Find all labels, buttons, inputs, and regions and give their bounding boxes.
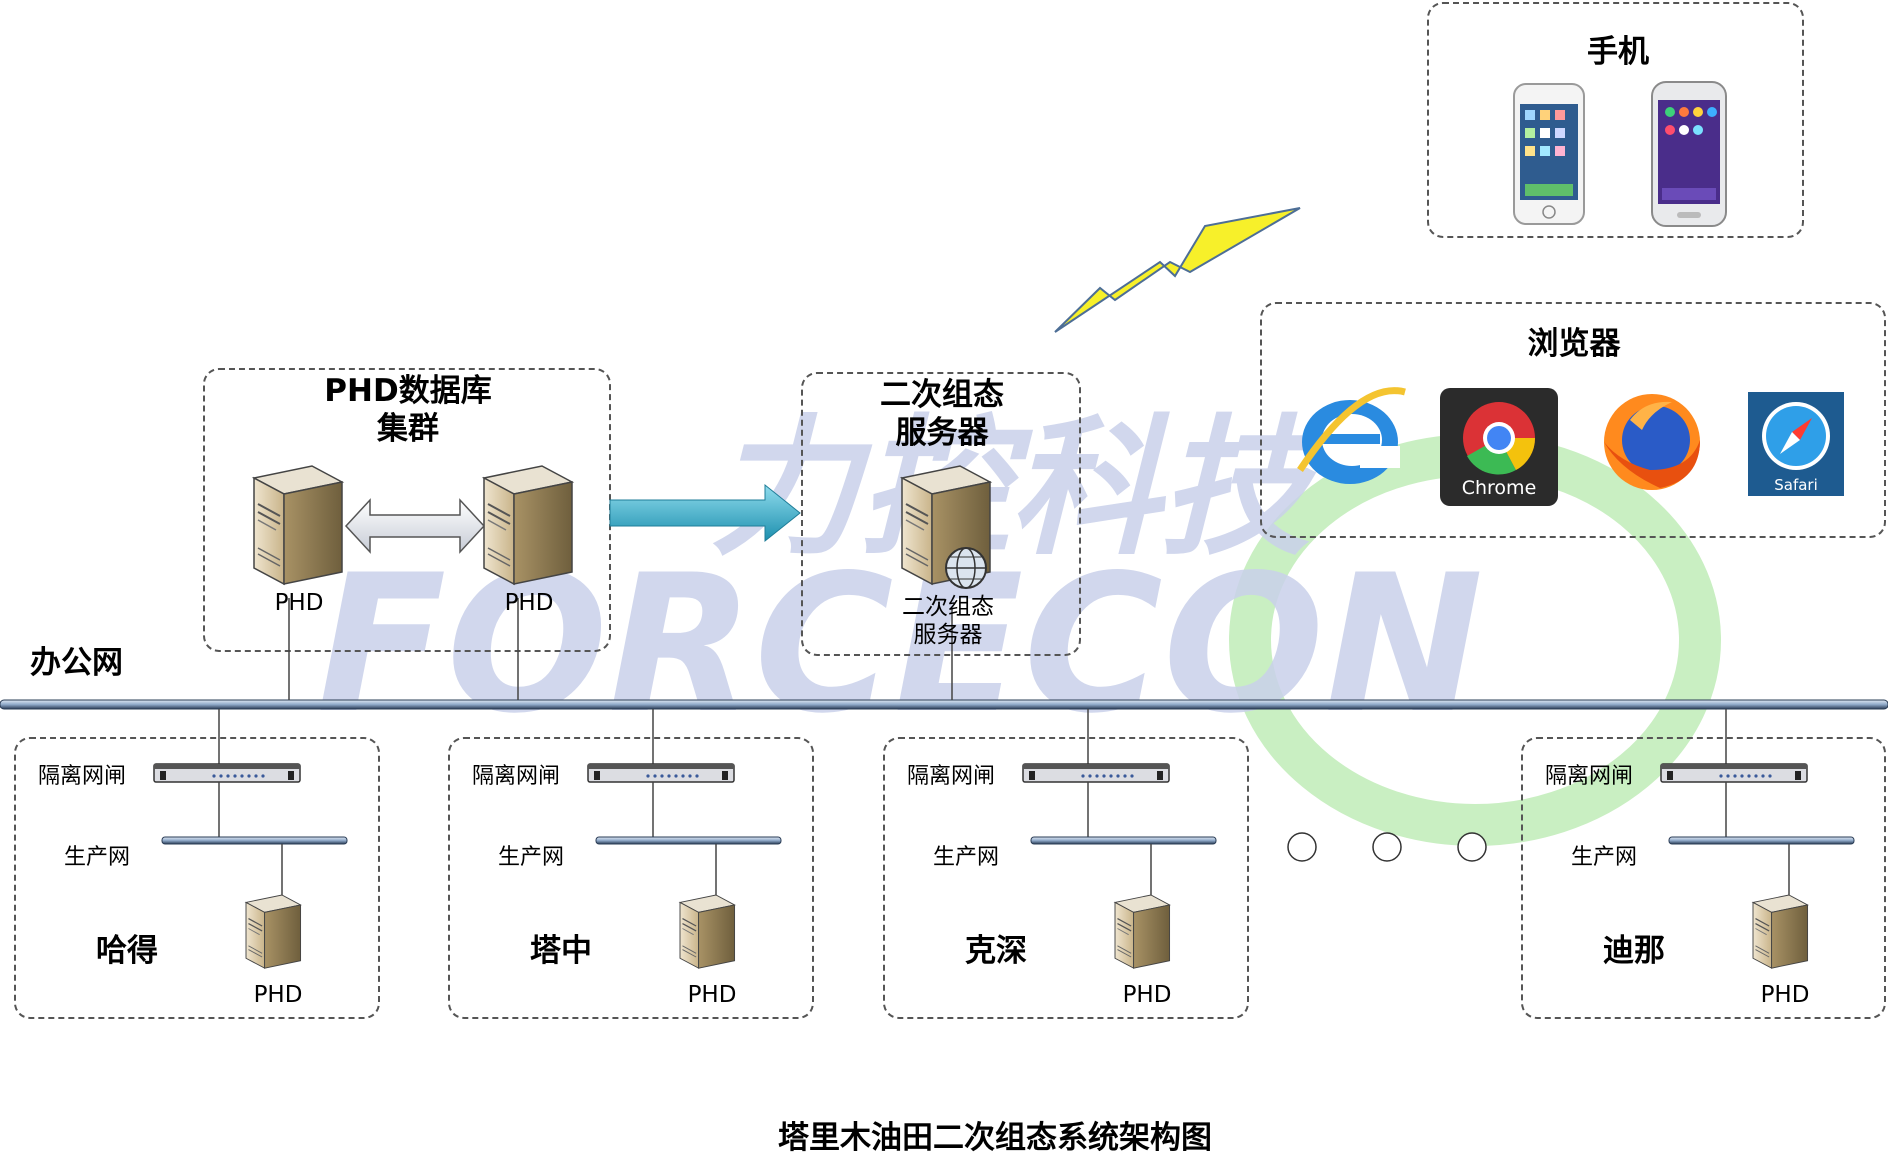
production-network-label-dina: 生产网 (1571, 845, 1638, 870)
phd-server-b-label: PHD (504, 590, 554, 616)
phd-cluster-title: PHD数据库 集群 (324, 372, 491, 448)
site-phd-server-icon (1752, 894, 1809, 969)
site-name-hade: 哈得 (96, 933, 158, 969)
chrome-icon: Chrome (1440, 388, 1558, 506)
ie-icon (1297, 387, 1406, 484)
site-phd-label-hade: PHD (253, 982, 303, 1008)
site-name-tazhong: 塔中 (530, 933, 592, 969)
config-server-label-line1: 二次组态 (902, 594, 994, 620)
more-sites-dot (1287, 832, 1317, 862)
iphone-icon (1513, 83, 1585, 225)
production-network-label-keshen: 生产网 (933, 845, 1000, 870)
more-sites-dot (1372, 832, 1402, 862)
site-box-dina (1521, 737, 1886, 1019)
wireless-lightning-icon (1054, 207, 1301, 333)
gateway-label-hade: 隔离网闸 (38, 764, 127, 789)
site-phd-label-keshen: PHD (1122, 982, 1172, 1008)
production-network-bus (1030, 836, 1217, 845)
config-server-title-line2: 服务器 (895, 415, 989, 451)
dataflow-arrow (609, 483, 801, 543)
browser-group-title: 浏览器 (1527, 326, 1621, 362)
firefox-icon (1604, 394, 1700, 490)
globe-icon (945, 547, 987, 589)
production-network-bus (595, 836, 782, 845)
phd-server-b-icon (483, 465, 573, 585)
safari-label: Safari (1774, 476, 1818, 494)
site-phd-server-icon (245, 894, 302, 969)
gateway-device-icon (587, 763, 735, 783)
config-server-label-line2: 服务器 (913, 622, 983, 648)
config-server-label: 二次组态 服务器 (902, 593, 994, 649)
android-phone-icon (1651, 81, 1727, 227)
gateway-device-icon (153, 763, 301, 783)
site-phd-server-icon (679, 894, 736, 969)
gateway-label-tazhong: 隔离网闸 (472, 764, 561, 789)
site-graphics (153, 709, 1855, 969)
config-server-box (801, 372, 1081, 656)
diagram-title: 塔里木油田二次组态系统架构图 (778, 1120, 1212, 1156)
phd-cluster-title-line1: PHD数据库 (324, 373, 492, 409)
config-server-title: 二次组态 服务器 (880, 376, 1004, 452)
production-network-label-tazhong: 生产网 (498, 845, 565, 870)
site-box-hade (14, 737, 380, 1019)
site-phd-label-tazhong: PHD (687, 982, 737, 1008)
site-box-keshen (883, 737, 1249, 1019)
replication-arrow (344, 498, 486, 554)
production-network-label-hade: 生产网 (64, 845, 131, 870)
browser-group-box (1260, 302, 1886, 538)
phone-group-title: 手机 (1587, 34, 1649, 70)
site-name-dina: 迪那 (1603, 933, 1665, 969)
production-network-bus (161, 836, 348, 845)
site-phd-server-icon (1114, 894, 1171, 969)
phd-cluster-title-line2: 集群 (377, 411, 439, 447)
gateway-device-icon (1660, 763, 1808, 783)
office-network-bus (0, 699, 1888, 710)
more-sites-dot (1457, 832, 1487, 862)
config-server-title-line1: 二次组态 (880, 377, 1004, 413)
watermark-cn: 力控科技 (710, 402, 1328, 576)
site-phd-label-dina: PHD (1760, 982, 1810, 1008)
production-network-bus (1668, 836, 1855, 845)
gateway-label-keshen: 隔离网闸 (907, 764, 996, 789)
gateway-device-icon (1022, 763, 1170, 783)
site-box-tazhong (448, 737, 814, 1019)
office-network-label: 办公网 (30, 645, 123, 681)
phone-group-box (1427, 2, 1804, 238)
safari-icon: Safari (1748, 392, 1844, 496)
phd-server-a-icon (253, 465, 343, 585)
site-name-keshen: 克深 (965, 933, 1027, 969)
chrome-label: Chrome (1462, 477, 1537, 499)
phd-server-a-label: PHD (274, 590, 324, 616)
gateway-label-dina: 隔离网闸 (1545, 764, 1634, 789)
